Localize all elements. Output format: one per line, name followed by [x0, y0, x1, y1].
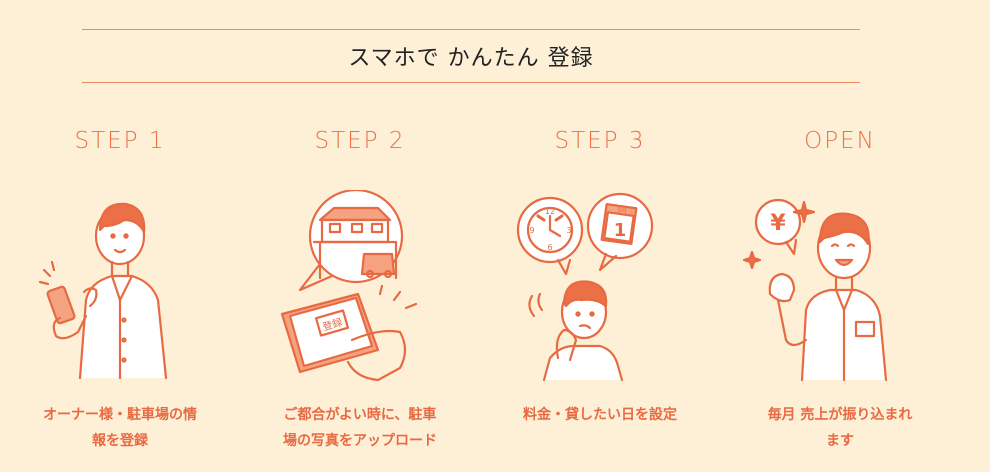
yen-symbol: ¥	[770, 211, 786, 236]
step-2-heading: STEP 2	[260, 128, 460, 154]
step-1-desc-line2: 報を登録	[92, 433, 148, 449]
open-heading: OPEN	[740, 128, 940, 154]
open-label: OPEN	[804, 128, 876, 154]
person-thinking-clock-calendar-icon: 12 3 6 9 3月 1	[500, 190, 700, 390]
step-1-description: オーナー様・駐車場の情 報を登録	[15, 402, 225, 454]
title-banner: スマホで かんたん 登録	[82, 29, 860, 83]
step-2-desc-line2: 場の写真をアップロード	[283, 433, 437, 449]
calendar-day-label: 1	[614, 220, 627, 241]
person-with-phone-icon	[20, 190, 220, 390]
step-3-label: STEP 3	[554, 128, 646, 154]
clock-12-label: 12	[545, 207, 555, 216]
calendar-month-label: 3月	[617, 207, 627, 214]
step-3-heading: STEP 3	[500, 128, 700, 154]
clock-6-label: 6	[547, 243, 552, 252]
page-title: スマホで かんたん 登録	[348, 46, 594, 71]
step-3-desc-line1: 料金・貸したい日を設定	[523, 407, 677, 423]
step-2-desc-line1: ご都合がよい時に、駐車	[283, 407, 437, 423]
step-1-heading: STEP 1	[20, 128, 220, 154]
phone-photo-of-house-icon: 登録	[260, 190, 460, 390]
step-2-description: ご都合がよい時に、駐車 場の写真をアップロード	[255, 402, 465, 454]
step-1-label: STEP 1	[74, 128, 166, 154]
open-description: 毎月 売上が振り込まれ ます	[735, 402, 945, 454]
open-desc-line1: 毎月 売上が振り込まれ	[767, 407, 913, 423]
step-2-label: STEP 2	[314, 128, 406, 154]
clock-3-label: 3	[566, 226, 571, 235]
person-happy-yen-icon: ¥	[740, 190, 940, 390]
open-desc-line2: ます	[826, 433, 854, 449]
step-1-desc-line1: オーナー様・駐車場の情	[43, 407, 197, 423]
clock-9-label: 9	[529, 226, 534, 235]
step-3-description: 料金・貸したい日を設定	[495, 402, 705, 428]
